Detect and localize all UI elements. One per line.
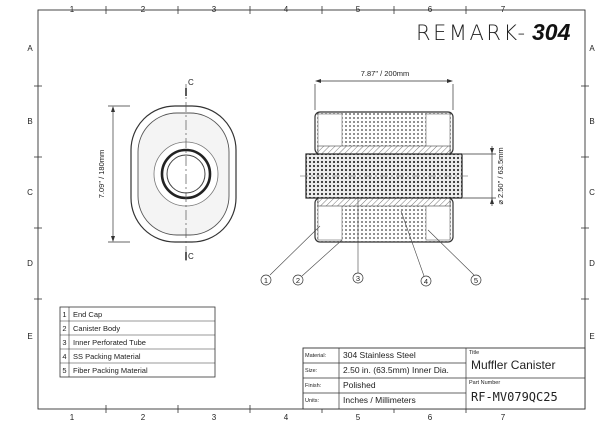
end-cap-left-lower [317, 201, 343, 241]
brand-prefix: REMARK- [416, 21, 528, 45]
part-number: 2 [62, 324, 66, 333]
callout-circle [420, 275, 432, 287]
column-label: 7 [501, 5, 506, 14]
side-length-label: 7.87" / 200mm [361, 69, 410, 78]
callout-4: 4 [424, 277, 428, 286]
end-view: C C 7.09" / 180mm [97, 78, 237, 262]
column-label: 5 [356, 413, 361, 422]
part-number: 4 [62, 352, 66, 361]
row-label: D [27, 259, 33, 268]
title-label: Title [469, 350, 479, 356]
callout-circle [470, 274, 482, 286]
part-number-label: Part Number [469, 380, 500, 386]
parts-list: 1 End Cap 2 Canister Body 3 Inner Perfor… [59, 306, 216, 378]
frame-column-labels-top: 1 2 3 4 5 6 7 [70, 5, 506, 14]
frame-column-labels-bottom: 1 2 3 4 5 6 7 [70, 413, 506, 422]
row-label: B [589, 117, 594, 126]
part-name: Canister Body [73, 324, 120, 333]
row-label: A [589, 44, 595, 53]
finish-value: Polished [343, 380, 376, 390]
finish-label: Finish: [305, 383, 322, 389]
frame-row-labels-left: A B C D E [27, 44, 33, 341]
callout-circle [352, 272, 364, 284]
size-label: Size: [305, 368, 318, 374]
side-view: 7.87" / 200mm ⌀ 2.50" / 63.5mm [260, 69, 505, 287]
section-mark-bottom: C [188, 252, 194, 261]
callout-3: 3 [356, 274, 360, 283]
callout-5: 5 [474, 276, 478, 285]
column-label: 2 [141, 413, 146, 422]
row-label: A [27, 44, 33, 53]
column-label: 4 [284, 413, 289, 422]
part-name: End Cap [73, 310, 102, 319]
title-block: Material: 304 Stainless Steel Size: 2.50… [302, 347, 586, 410]
column-label: 4 [284, 5, 289, 14]
size-value: 2.50 in. (63.5mm) Inner Dia. [343, 365, 449, 375]
column-label: 1 [70, 413, 75, 422]
brand-suffix: 304 [532, 19, 571, 45]
tube-diameter-label: ⌀ 2.50" / 63.5mm [496, 147, 505, 204]
row-label: B [27, 117, 32, 126]
tube-diameter-dimension [463, 146, 496, 206]
callouts: 1 2 3 4 5 [260, 272, 482, 287]
column-label: 7 [501, 413, 506, 422]
row-label: C [27, 188, 33, 197]
part-name: Fiber Packing Material [73, 366, 148, 375]
end-cap-left-upper [317, 113, 343, 153]
part-number-value: RF-MV079QC25 [471, 390, 558, 404]
frame-row-labels-right: A B C D E [589, 44, 595, 341]
units-value: Inches / Millimeters [343, 395, 416, 405]
part-name: Inner Perforated Tube [73, 338, 146, 347]
column-label: 2 [141, 5, 146, 14]
packing-band-lower [317, 197, 451, 207]
side-length-dimension [314, 79, 454, 110]
units-label: Units: [305, 398, 320, 404]
material-value: 304 Stainless Steel [343, 350, 416, 360]
drawing-title: Muffler Canister [471, 358, 555, 372]
end-height-dimension [108, 105, 130, 243]
column-label: 6 [428, 413, 433, 422]
part-number: 3 [62, 338, 66, 347]
column-label: 3 [212, 413, 217, 422]
callout-2: 2 [296, 276, 300, 285]
callout-circle [260, 274, 272, 286]
part-name: SS Packing Material [73, 352, 141, 361]
packing-band-upper [317, 145, 451, 155]
material-label: Material: [305, 353, 327, 359]
row-label: D [589, 259, 595, 268]
part-number: 1 [62, 310, 66, 319]
part-number: 5 [62, 366, 66, 375]
section-mark-top: C [188, 78, 194, 87]
callout-circle [292, 274, 304, 286]
column-label: 6 [428, 5, 433, 14]
brand-logo: REMARK- 304 [416, 19, 571, 45]
end-cap-right-lower [425, 201, 451, 241]
callout-leaders [269, 198, 475, 277]
row-label: C [589, 188, 595, 197]
row-label: E [589, 332, 594, 341]
column-label: 1 [70, 5, 75, 14]
row-label: E [27, 332, 32, 341]
column-label: 5 [356, 5, 361, 14]
callout-1: 1 [264, 276, 268, 285]
end-height-label: 7.09" / 180mm [97, 150, 106, 199]
column-label: 3 [212, 5, 217, 14]
